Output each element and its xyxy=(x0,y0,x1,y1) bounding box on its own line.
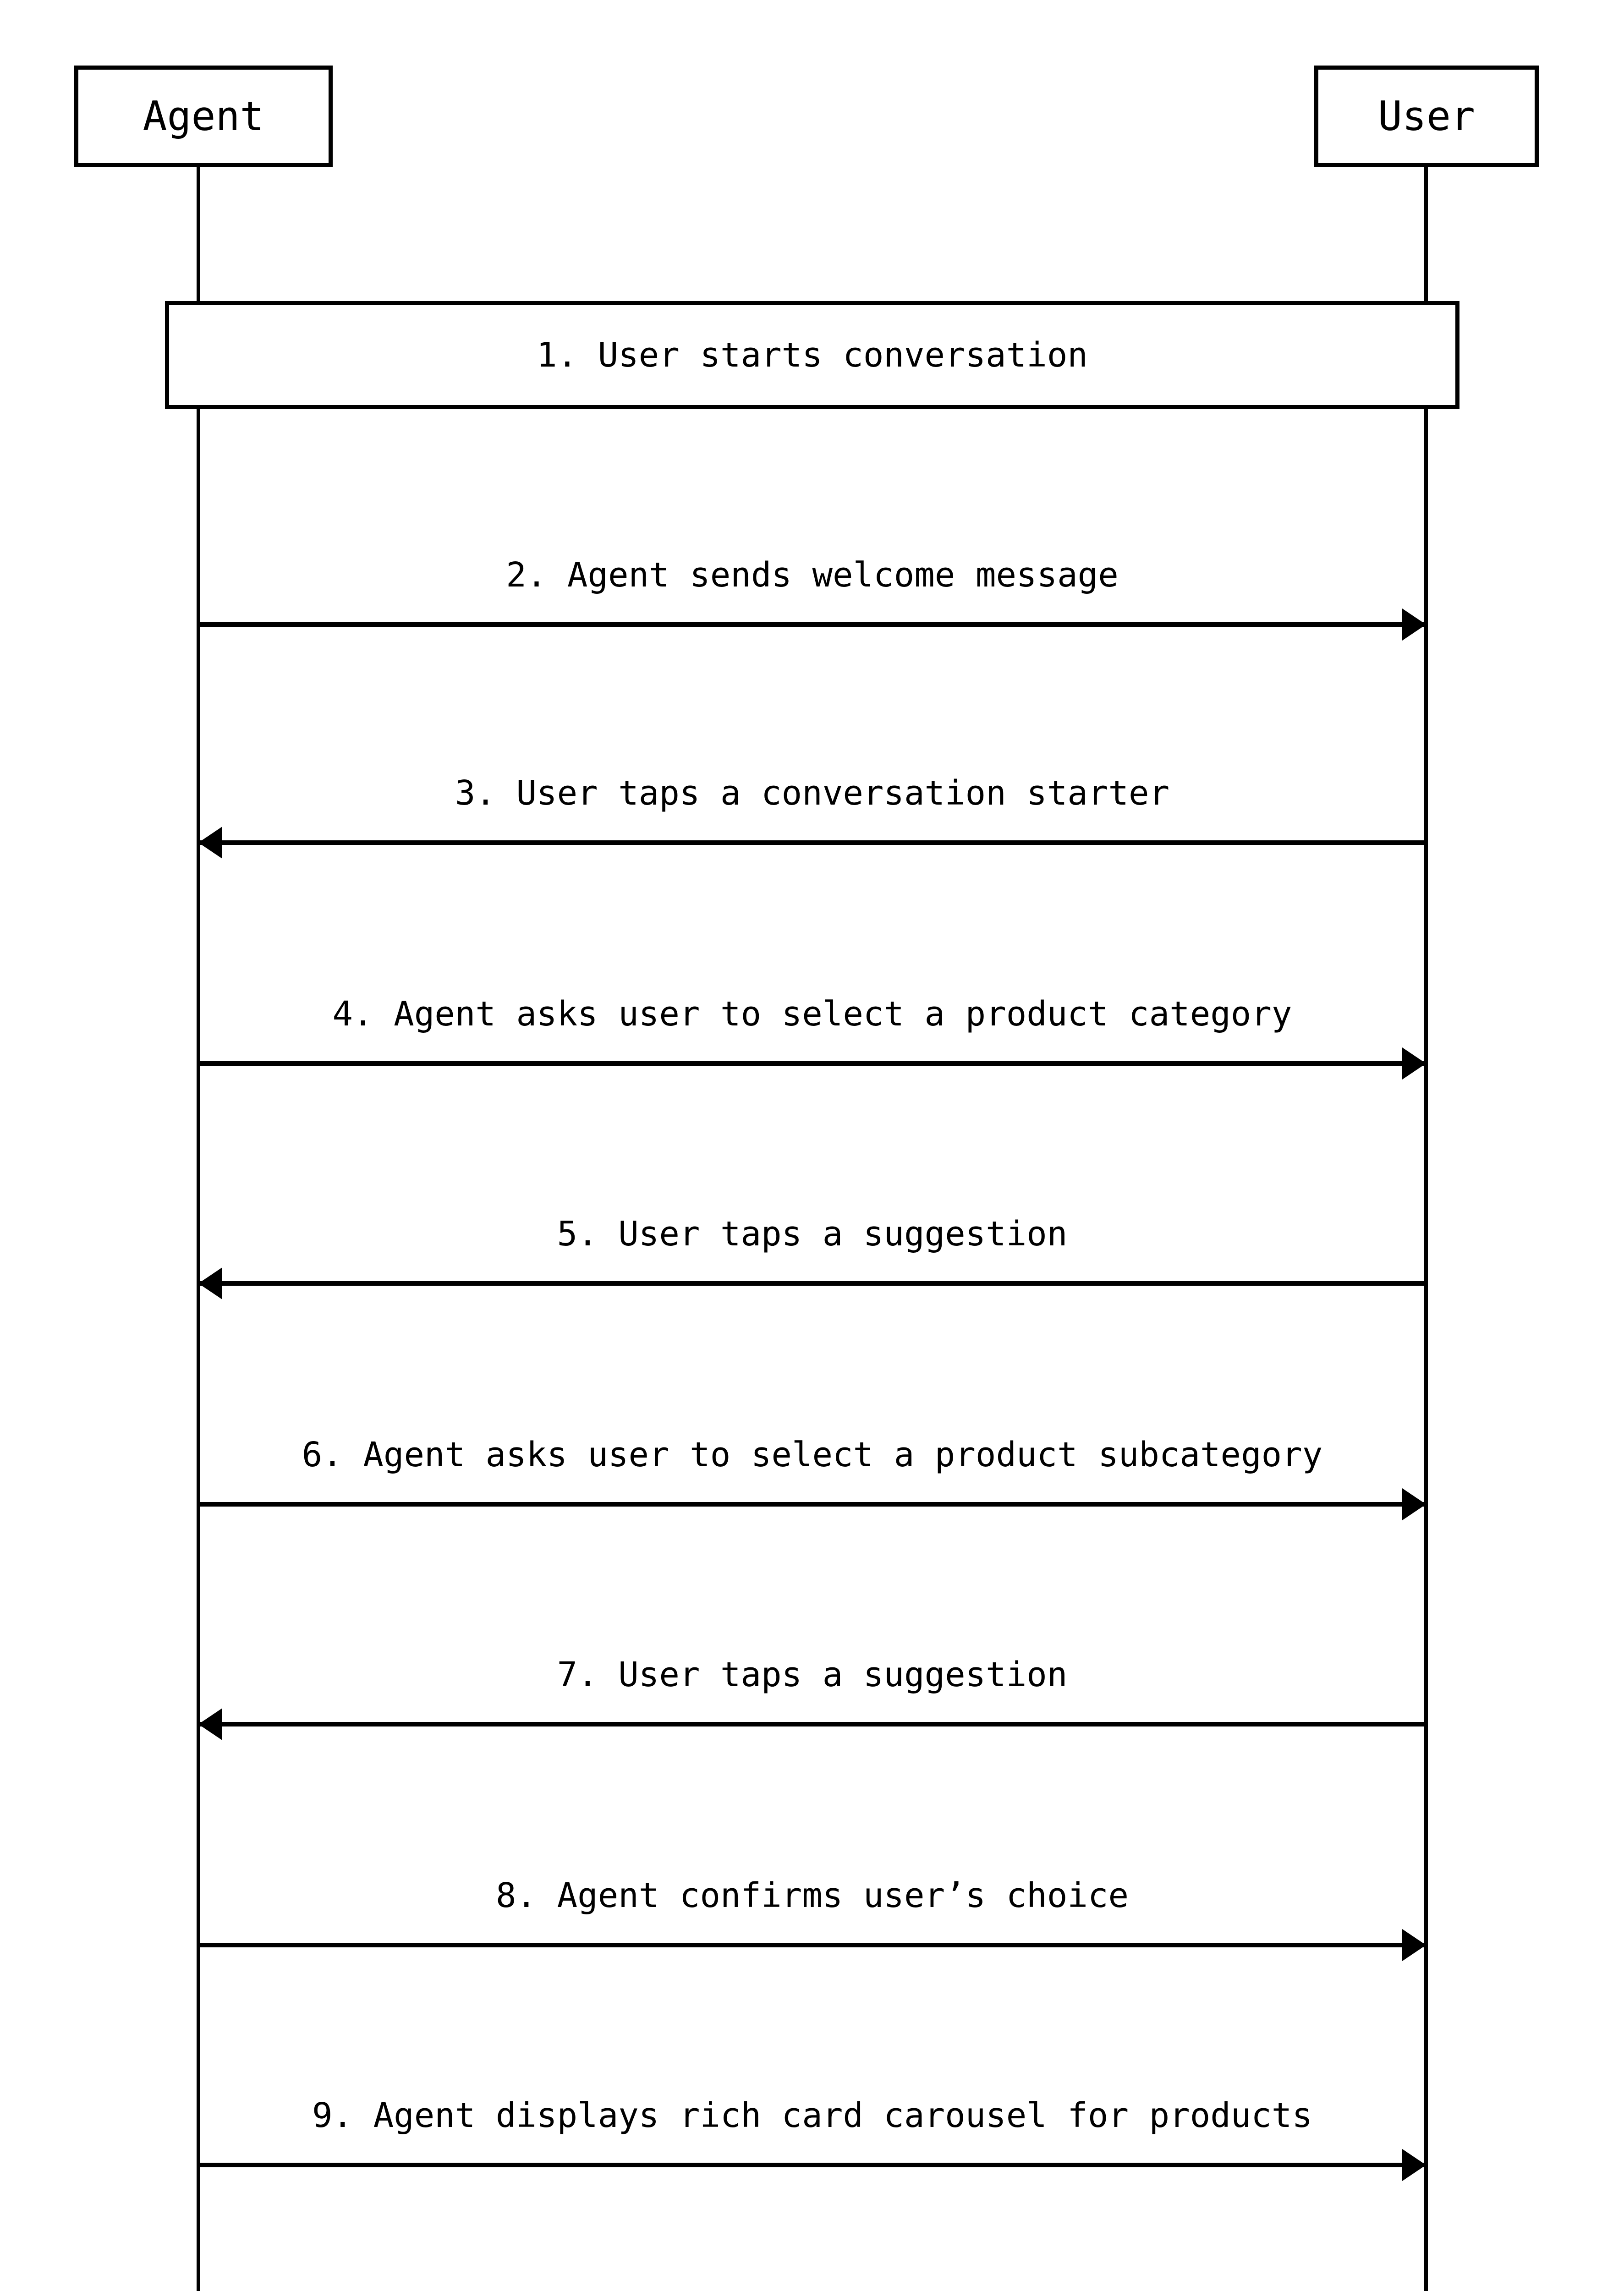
arrowhead-right-6 xyxy=(1402,1488,1426,1520)
message-line-8 xyxy=(198,1943,1426,1947)
participant-box-user-top[interactable]: User xyxy=(1314,66,1539,167)
message-label-4: 4. Agent asks user to select a product c… xyxy=(332,994,1292,1034)
arrowhead-left-5 xyxy=(198,1267,222,1299)
message-label-7: 7. User taps a suggestion xyxy=(557,1655,1068,1694)
message-arrow-3 xyxy=(198,827,1426,859)
arrowhead-right-9 xyxy=(1402,2149,1426,2181)
message-arrow-6 xyxy=(198,1488,1426,1520)
message-arrow-5 xyxy=(198,1267,1426,1299)
participant-label-user-top: User xyxy=(1378,93,1475,140)
message-label-2: 2. Agent sends welcome message xyxy=(506,555,1119,595)
message-arrow-9 xyxy=(198,2149,1426,2181)
message-arrow-8 xyxy=(198,1929,1426,1961)
message-label-6: 6. Agent asks user to select a product s… xyxy=(302,1435,1323,1474)
lifeline-user xyxy=(1424,167,1428,2291)
participant-label-agent-top: Agent xyxy=(143,93,264,140)
message-line-6 xyxy=(198,1502,1426,1507)
note-label-step-1: 1. User starts conversation xyxy=(537,335,1088,375)
message-line-4 xyxy=(198,1061,1426,1066)
message-line-3 xyxy=(198,840,1426,845)
arrowhead-left-7 xyxy=(198,1708,222,1740)
arrowhead-right-8 xyxy=(1402,1929,1426,1961)
message-label-3: 3. User taps a conversation starter xyxy=(455,773,1170,813)
message-arrow-7 xyxy=(198,1708,1426,1740)
message-line-7 xyxy=(198,1722,1426,1726)
message-line-9 xyxy=(198,2163,1426,2167)
arrowhead-left-3 xyxy=(198,827,222,859)
participant-box-agent-top[interactable]: Agent xyxy=(74,66,333,167)
arrowhead-right-2 xyxy=(1402,608,1426,641)
message-line-5 xyxy=(198,1281,1426,1286)
message-arrow-4 xyxy=(198,1047,1426,1080)
message-label-9: 9. Agent displays rich card carousel for… xyxy=(312,2096,1313,2135)
arrowhead-right-4 xyxy=(1402,1047,1426,1080)
note-box-step-1[interactable]: 1. User starts conversation xyxy=(165,301,1459,409)
lifeline-agent xyxy=(197,167,200,2291)
message-arrow-2 xyxy=(198,608,1426,641)
message-label-8: 8. Agent confirms user’s choice xyxy=(495,1876,1129,1915)
message-label-5: 5. User taps a suggestion xyxy=(557,1214,1068,1254)
message-line-2 xyxy=(198,622,1426,627)
